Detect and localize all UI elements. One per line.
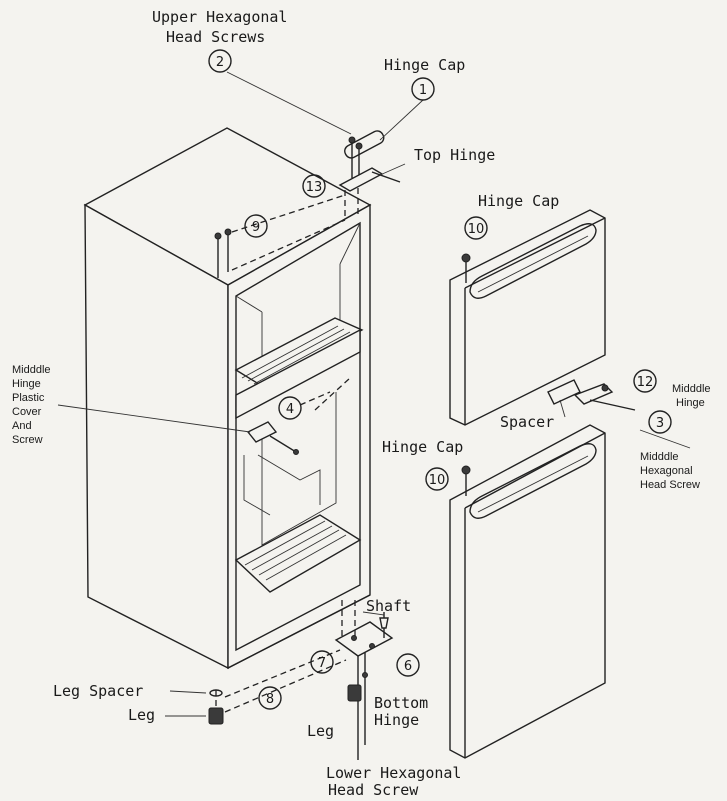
label-lower-screw-l1: Lower Hexagonal [326, 764, 461, 782]
callout-12: 12 [637, 375, 654, 390]
label-middle-screw-l3: Head Screw [640, 479, 700, 491]
label-middle-cover-l1: Midddle [12, 364, 51, 376]
middle-cover-part [246, 421, 278, 443]
callout-3-circle [648, 410, 672, 434]
label-middle-cover-l5: And [12, 420, 32, 432]
label-middle-hinge-l1: Midddle [672, 383, 711, 395]
callout-10b-circle [425, 467, 449, 491]
freezer-door [449, 209, 606, 426]
callout-4-circle [278, 396, 302, 420]
label-leg-bottom: Leg [307, 722, 334, 740]
bottom-hinge-assembly [208, 600, 394, 760]
callout-4: 4 [286, 402, 294, 417]
spacer-part [547, 379, 581, 405]
callout-13-circle [302, 174, 326, 198]
callout-1-circle [411, 77, 435, 101]
callout-2-circle [208, 49, 232, 73]
callout-10a-circle [464, 216, 488, 240]
upper-screw-b [355, 142, 363, 150]
callout-7: 7 [318, 656, 326, 671]
callout-9-circle [244, 214, 268, 238]
callout-13: 13 [306, 180, 323, 195]
label-shaft: Shaft [366, 597, 411, 615]
label-bottom-hinge-l1: Bottom [374, 694, 428, 712]
callout-2: 2 [216, 55, 224, 70]
hinge-cap-part [344, 130, 385, 159]
leg-part-right [347, 684, 362, 702]
label-middle-cover-l3: Plastic [12, 392, 45, 404]
label-leg-left: Leg [128, 706, 155, 724]
refrigerator-cabinet [83, 127, 372, 670]
label-hinge-cap-door2: Hinge Cap [382, 438, 463, 456]
label-bottom-hinge-l2: Hinge [374, 711, 419, 729]
label-middle-screw-l1: Midddle [640, 451, 679, 463]
callout-10b: 10 [429, 473, 446, 488]
label-lower-screw-l2: Head Screw [328, 781, 419, 799]
leg-part-left [208, 707, 224, 725]
middle-cover-assembly [246, 377, 351, 455]
part-labels: Upper Hexagonal Head Screws Hinge Cap To… [12, 8, 711, 799]
leader-lines [57, 71, 691, 717]
middle-hinge-assembly [547, 379, 636, 411]
label-middle-hinge-l2: Hinge [676, 397, 705, 409]
label-upper-screws-line2: Head Screws [166, 28, 265, 46]
callout-6: 6 [404, 659, 412, 674]
callout-3: 3 [656, 416, 664, 431]
label-spacer: Spacer [500, 413, 554, 431]
upper-screw-a [348, 136, 356, 144]
callout-8: 8 [266, 692, 274, 707]
label-upper-screws-line1: Upper Hexagonal [152, 8, 287, 26]
top-screws-assembly [214, 194, 346, 278]
callout-10a: 10 [468, 222, 485, 237]
top-hinge-assembly [338, 130, 401, 220]
callout-6-circle [396, 653, 420, 677]
callout-circles: 1 2 13 9 10 4 12 3 10 6 7 8 [208, 49, 672, 710]
bottom-hinge-part [334, 621, 394, 657]
fresh-food-door [449, 424, 606, 759]
top-hinge-part [338, 167, 384, 192]
label-middle-cover-l2: Hinge [12, 378, 41, 390]
label-leg-spacer: Leg Spacer [53, 682, 143, 700]
label-top-hinge: Top Hinge [414, 146, 495, 164]
callout-1: 1 [419, 83, 427, 98]
callout-8-circle [258, 686, 282, 710]
callout-9: 9 [252, 220, 260, 235]
callout-7-circle [310, 650, 334, 674]
label-middle-screw-l2: Hexagonal [640, 465, 693, 477]
label-middle-cover-l6: Screw [12, 434, 43, 446]
label-middle-cover-l4: Cover [12, 406, 42, 418]
label-hinge-cap-door1: Hinge Cap [478, 192, 559, 210]
label-hinge-cap-top: Hinge Cap [384, 56, 465, 74]
shaft-part [379, 617, 389, 629]
callout-12-circle [633, 369, 657, 393]
